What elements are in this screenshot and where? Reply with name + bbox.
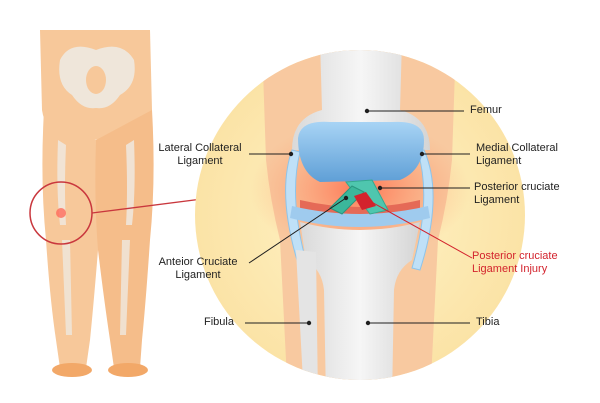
label-lateral-collateral-ligament: Lateral Collateral Ligament: [158, 142, 242, 167]
femur-cartilage: [298, 121, 424, 182]
label-tibia: Tibia: [476, 316, 500, 328]
tibia-bone: [300, 222, 420, 380]
leader-lines: [245, 108, 470, 326]
label-posterior-cruciate-ligament: Posterior cruciate Ligament: [474, 181, 560, 206]
label-anterior-cruciate-ligament: Anteior Cruciate Ligament: [158, 256, 238, 281]
knee-joint-detail: [195, 50, 525, 380]
anterior-cruciate-ligament: [329, 185, 365, 215]
label-medial-collateral-ligament: Medial Collateral Ligament: [476, 142, 558, 167]
label-femur: Femur: [470, 104, 502, 116]
label-fibula: Fibula: [204, 316, 234, 328]
medial-collateral-ligament: [411, 149, 434, 271]
ligament-injury-mark: [354, 192, 376, 210]
legs-figure: [29, 30, 154, 377]
injury-leader: [365, 197, 473, 259]
fibula-bone: [296, 250, 318, 380]
label-posterior-cruciate-ligament-injury: Posterior cruciate Ligament Injury: [472, 250, 558, 275]
